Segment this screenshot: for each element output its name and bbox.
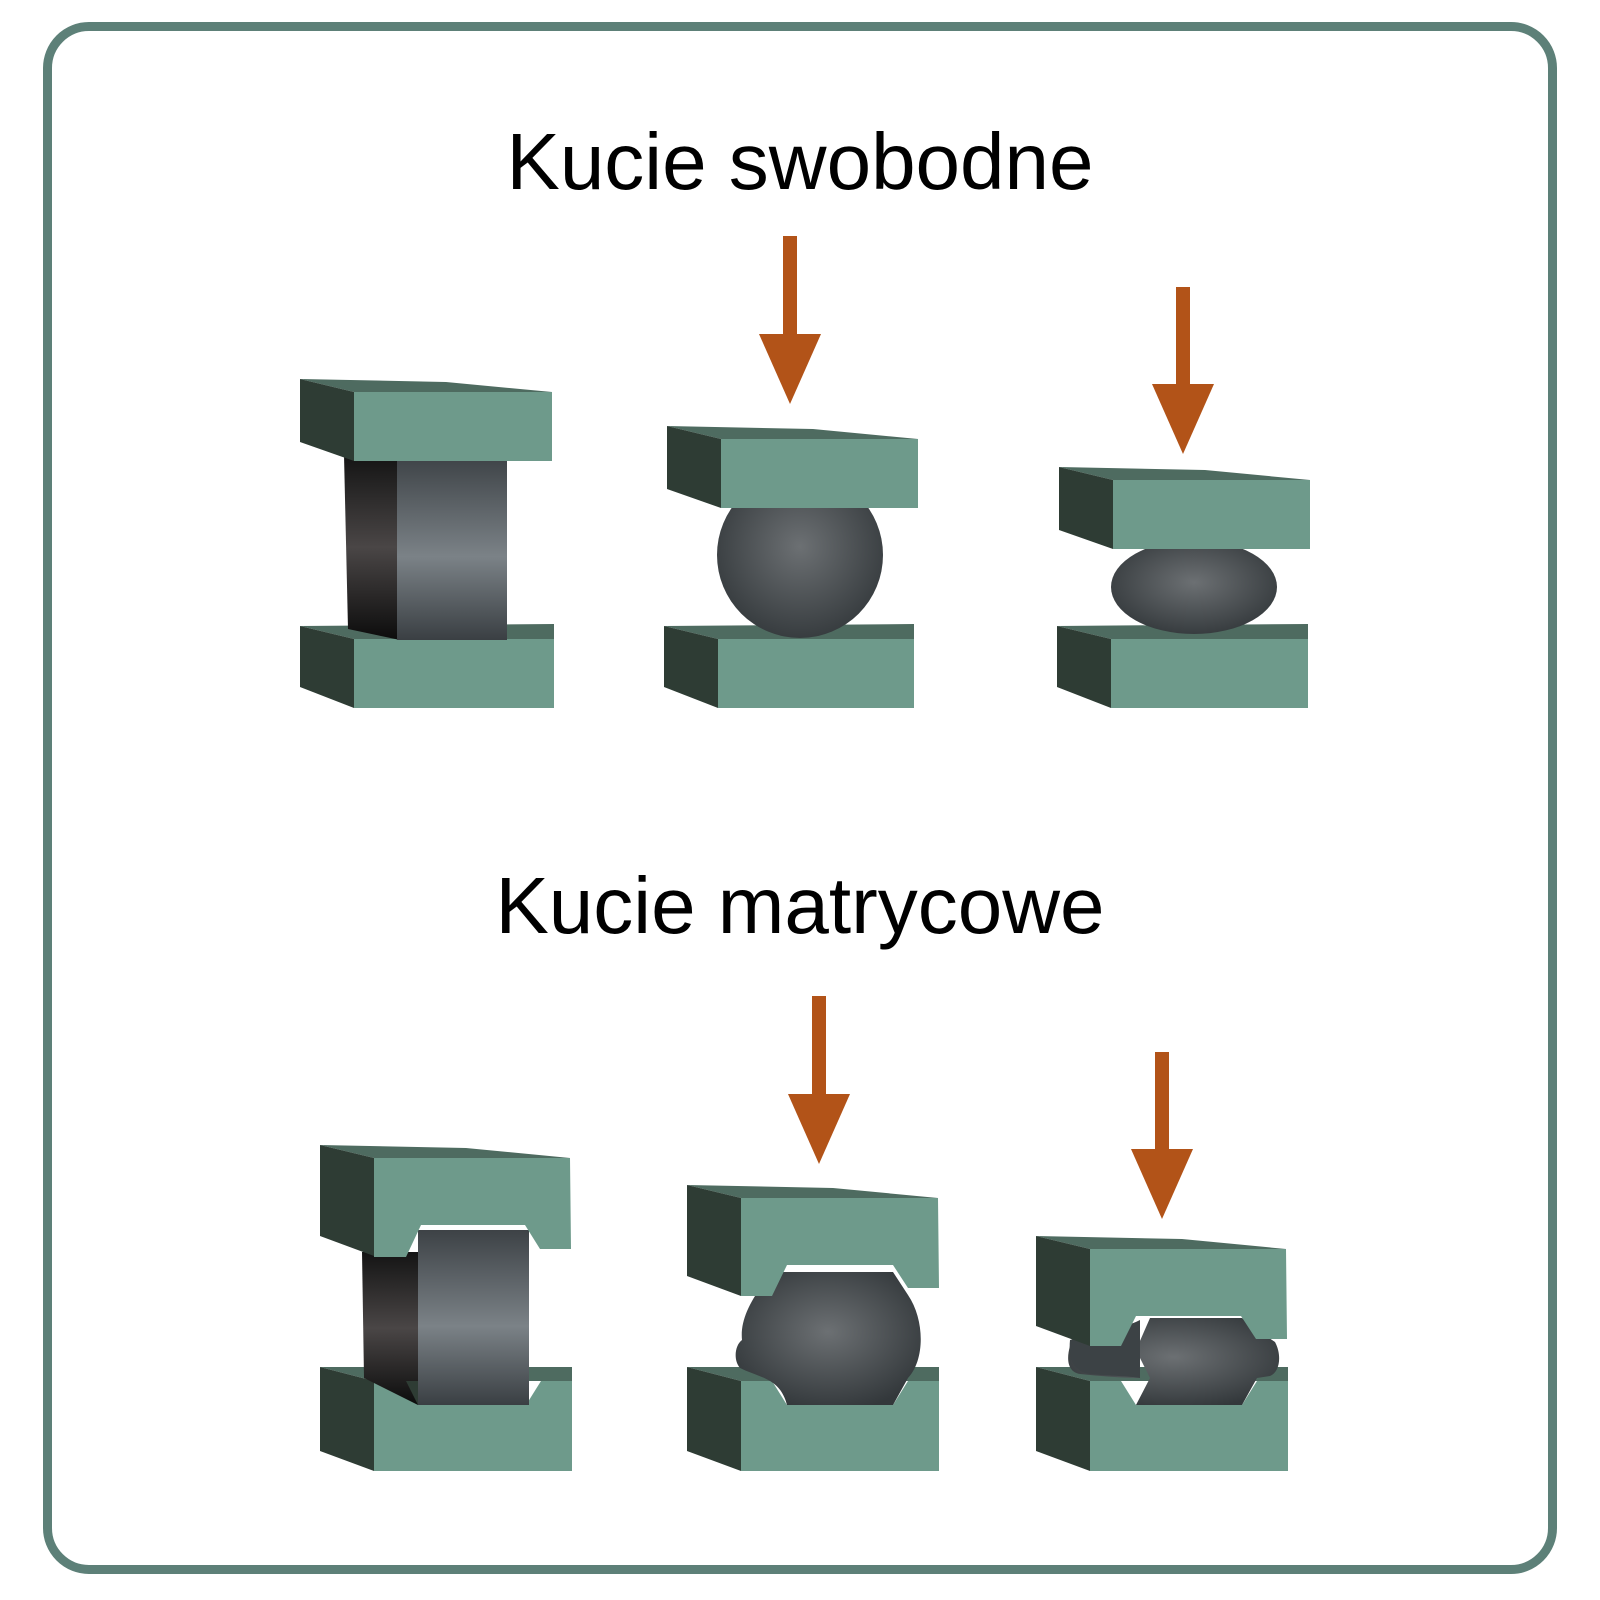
free-forging-stage-1 (300, 379, 554, 708)
force-arrow-icon (759, 236, 821, 404)
die-forging-stage-1 (320, 1145, 572, 1471)
upper-shaped-die (320, 1145, 571, 1257)
sphere-workpiece (717, 472, 883, 638)
flattened-workpiece (1111, 540, 1277, 634)
upper-flat-die (300, 379, 552, 461)
free-forging-stage-3 (1057, 287, 1310, 708)
free-forging-stage-2 (664, 236, 918, 708)
lower-flat-die (1057, 624, 1308, 708)
cylinder-workpiece (344, 455, 507, 640)
upper-shaped-die (1036, 1236, 1287, 1346)
force-arrow-icon (788, 996, 850, 1164)
upper-shaped-die (687, 1185, 939, 1296)
force-arrow-icon (1152, 287, 1214, 454)
cylinder-workpiece (362, 1230, 529, 1405)
die-forging-stage-3 (1036, 1052, 1288, 1471)
section-title-die-forging: Kucie matrycowe (495, 861, 1105, 950)
forged-workpiece (735, 1272, 921, 1405)
upper-flat-die (1059, 467, 1310, 549)
upper-flat-die (667, 426, 918, 508)
section-title-free-forging: Kucie swobodne (506, 117, 1094, 206)
finished-forging-with-flash (1068, 1318, 1280, 1405)
force-arrow-icon (1131, 1052, 1193, 1219)
die-forging-stage-2 (687, 996, 939, 1471)
